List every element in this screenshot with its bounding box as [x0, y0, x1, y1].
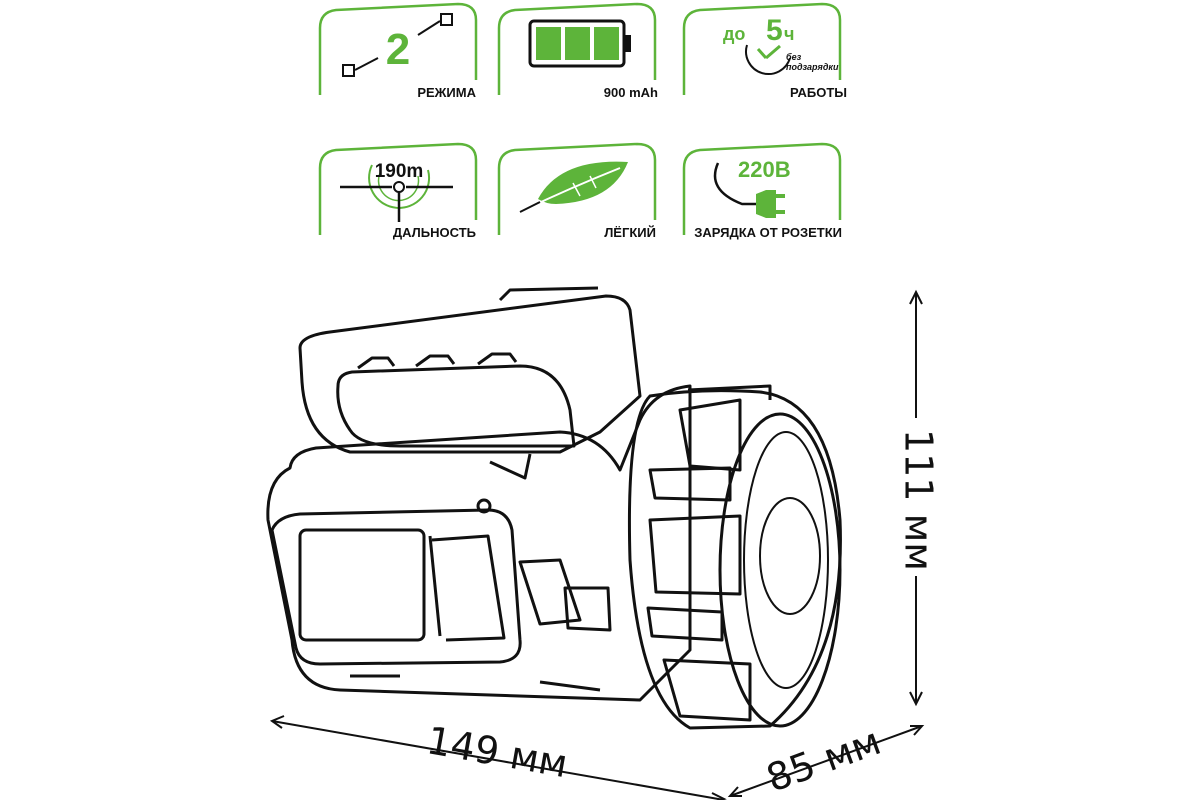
feature-card-battery: 900 mAh [497, 2, 658, 100]
feature-card-modes: 2 РЕЖИМА [318, 2, 478, 100]
runtime-label: РАБОТЫ [790, 85, 847, 100]
dimension-height: 111 мм [897, 289, 941, 707]
card-frame [318, 2, 478, 95]
modes-value: 2 [386, 25, 410, 74]
battery-icon [528, 19, 631, 68]
charging-value: 220В [738, 157, 791, 182]
range-value: 190m [375, 161, 424, 182]
feature-card-light: ЛЁГКИЙ [497, 142, 657, 240]
dimension-line [729, 725, 923, 797]
arrow-head-right [711, 792, 727, 800]
battery-label: 900 mAh [604, 85, 658, 100]
mode-switch-icon [342, 13, 453, 77]
card-frame [682, 142, 842, 235]
arrow-head-left [727, 786, 742, 797]
runtime-note-line2: подзарядки [786, 62, 839, 72]
card-frame [682, 2, 842, 95]
runtime-prefix: до [723, 24, 745, 44]
length-text: 149 мм [424, 718, 571, 786]
plug-icon [713, 162, 785, 218]
feature-card-charging: 220В ЗАРЯДКА ОТ РОЗЕТКИ [682, 142, 842, 240]
range-label: ДАЛЬНОСТЬ [393, 225, 476, 240]
feather-icon [519, 161, 628, 213]
card-frame [497, 142, 657, 235]
depth-text: 85 мм [761, 719, 887, 800]
clock-icon [745, 44, 791, 75]
card-frame [497, 2, 657, 95]
arrow-head-top [909, 289, 923, 305]
arrow-head-bottom [909, 691, 923, 707]
arrow-head-left [269, 715, 285, 729]
dimension-length: 149 мм [269, 715, 727, 800]
runtime-value: 5 [766, 14, 783, 47]
feature-card-range: 190m ДАЛЬНОСТЬ [318, 142, 478, 240]
runtime-unit: ч [784, 24, 794, 44]
height-text: 111 мм [897, 429, 941, 571]
arrow-head-right [910, 725, 925, 736]
charging-label: ЗАРЯДКА ОТ РОЗЕТКИ [694, 225, 842, 240]
light-label: ЛЁГКИЙ [604, 225, 656, 240]
modes-label: РЕЖИМА [417, 85, 476, 100]
crosshair-icon [340, 164, 453, 222]
dimension-depth: 85 мм [727, 719, 925, 800]
runtime-note-line1: без [786, 52, 802, 62]
feature-card-runtime: до 5 ч без подзарядки РАБОТЫ [682, 2, 847, 100]
dimension-line [271, 720, 725, 800]
flashlight-drawing [266, 286, 842, 730]
card-frame [318, 142, 478, 235]
